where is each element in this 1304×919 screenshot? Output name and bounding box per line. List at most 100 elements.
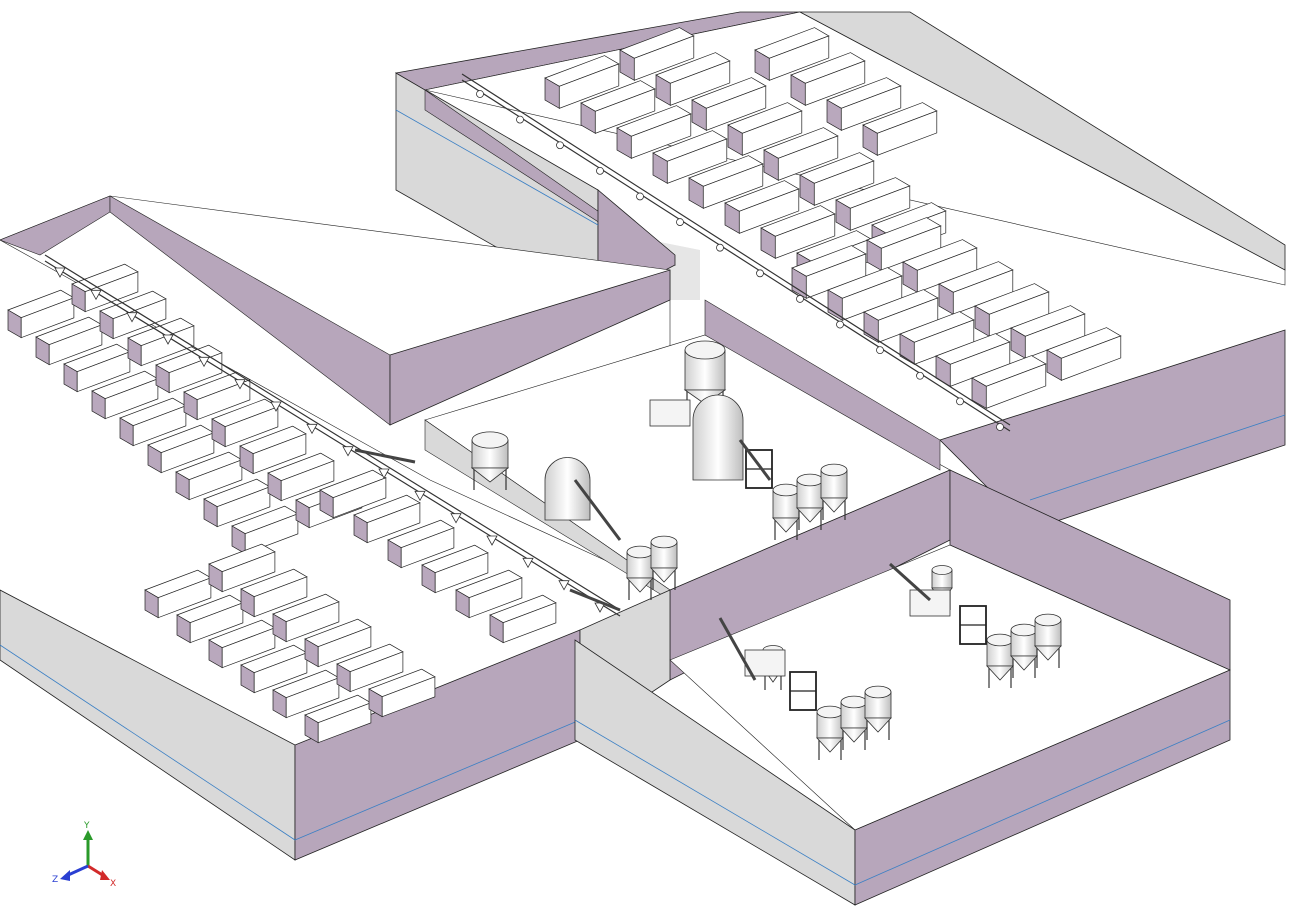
conveyor-hopper xyxy=(916,371,924,380)
silo-tank xyxy=(1010,623,1038,678)
storage-block xyxy=(616,105,692,159)
conveyor-hopper xyxy=(636,192,644,201)
storage-block xyxy=(655,52,731,106)
storage-block xyxy=(754,27,830,81)
screw-conveyor xyxy=(354,448,416,464)
storage-block xyxy=(208,619,276,669)
block-side xyxy=(140,325,195,367)
block-side xyxy=(768,35,830,81)
block-side xyxy=(244,513,299,555)
silo-top xyxy=(471,431,509,449)
storage-block xyxy=(791,245,867,299)
silo-cone xyxy=(820,497,848,513)
silo-tank xyxy=(1034,613,1062,668)
block-side xyxy=(252,433,307,475)
block-side xyxy=(558,63,620,109)
storage-block xyxy=(175,451,243,501)
storage-block xyxy=(827,267,903,321)
block-side xyxy=(317,702,372,744)
block-side xyxy=(253,576,308,618)
silo-tank xyxy=(840,695,868,750)
conveyor-hoppers xyxy=(54,90,1004,613)
storage-block xyxy=(974,283,1050,337)
block-side xyxy=(502,602,557,644)
storage-block xyxy=(724,180,800,234)
storage-block xyxy=(826,77,902,131)
block-side xyxy=(804,60,866,106)
steel-frame xyxy=(745,449,773,489)
conveyor-hopper xyxy=(198,356,210,368)
storage-block xyxy=(63,343,131,393)
block-side xyxy=(840,85,902,131)
block-side xyxy=(434,552,489,594)
block-side xyxy=(468,577,523,619)
block-side xyxy=(216,486,271,528)
silo-cone xyxy=(986,665,1014,681)
block-side xyxy=(633,35,695,81)
silo-tank xyxy=(626,545,654,600)
silo-top xyxy=(650,535,678,549)
wall-outer-front xyxy=(854,669,1231,906)
block-side xyxy=(132,405,187,447)
storage-block xyxy=(211,398,279,448)
silo-top xyxy=(1034,613,1062,627)
silo-cone xyxy=(470,467,510,483)
storage-block xyxy=(267,452,335,502)
storage-block xyxy=(240,568,308,618)
conveyor-hopper xyxy=(486,535,498,546)
storage-block xyxy=(727,102,803,156)
storage-block xyxy=(239,425,307,475)
block-side xyxy=(777,135,839,181)
storage-block xyxy=(971,355,1047,409)
silo-top xyxy=(816,705,844,719)
conveyor-hopper xyxy=(756,269,764,278)
conveyor-left[interactable] xyxy=(44,254,621,617)
silo-cone xyxy=(1034,645,1062,661)
block-side xyxy=(381,676,436,718)
block-side xyxy=(221,551,276,593)
conveyor-hopper xyxy=(996,423,1004,431)
feeder-body xyxy=(649,399,691,427)
silo-tank xyxy=(470,431,510,490)
screw-conveyor xyxy=(718,617,757,681)
block-side xyxy=(594,88,656,134)
conveyor-hopper xyxy=(414,490,426,502)
storage-block xyxy=(353,494,421,544)
silo-top xyxy=(1010,623,1038,637)
silo-top xyxy=(820,463,848,477)
bin-body xyxy=(692,394,744,481)
block-side xyxy=(876,110,938,156)
storage-block xyxy=(71,263,139,313)
wall-back-right xyxy=(704,299,941,471)
block-side xyxy=(774,213,836,259)
block-side xyxy=(985,363,1047,409)
block-side xyxy=(20,297,75,339)
conveyor-hopper xyxy=(342,446,354,457)
hall-bottom-right[interactable] xyxy=(574,469,1231,906)
feeder-box xyxy=(909,589,951,617)
block-side xyxy=(253,652,308,694)
conveyor-hopper xyxy=(162,334,174,345)
storage-block xyxy=(935,333,1011,387)
silo-cone xyxy=(864,717,892,733)
block-side xyxy=(157,577,212,619)
process-equipment[interactable] xyxy=(354,340,1062,760)
storage-block xyxy=(835,177,911,231)
block-side xyxy=(666,138,728,184)
feeder-body xyxy=(909,589,951,617)
block-side xyxy=(188,459,243,501)
steel-frame xyxy=(789,671,817,711)
hall-top-right[interactable] xyxy=(394,11,1286,531)
block-side xyxy=(1060,335,1122,381)
silo-cone xyxy=(840,727,868,743)
block-side xyxy=(317,626,372,668)
x-axis-label: X xyxy=(110,879,116,889)
conveyor-hopper xyxy=(716,243,724,252)
silo-top xyxy=(772,483,800,497)
block-side xyxy=(160,432,215,474)
conveyor-hopper xyxy=(378,468,390,479)
silo-cone xyxy=(626,577,654,593)
block-side xyxy=(285,677,340,719)
